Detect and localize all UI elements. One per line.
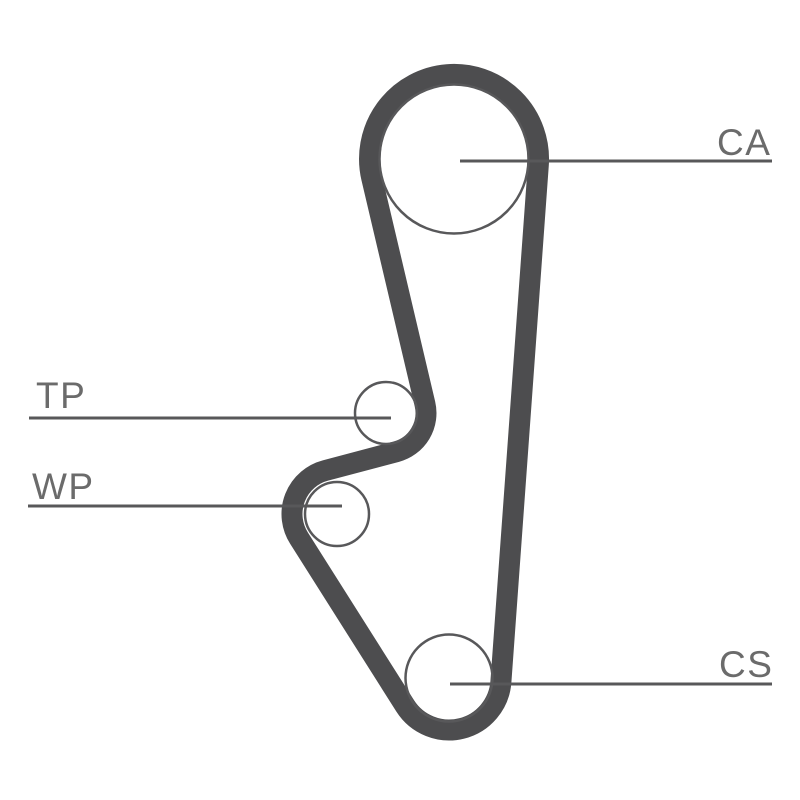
ca-label: CA xyxy=(717,122,771,163)
tensioner-pulley-circle xyxy=(353,380,419,446)
wp-label: WP xyxy=(32,466,95,507)
water-pump-pulley-circle xyxy=(303,480,371,548)
tp-label: TP xyxy=(36,375,86,416)
camshaft-pulley-circle xyxy=(378,83,530,235)
crankshaft-pulley-circle xyxy=(404,633,494,723)
timing-belt xyxy=(281,63,550,741)
cs-label: CS xyxy=(719,644,773,685)
